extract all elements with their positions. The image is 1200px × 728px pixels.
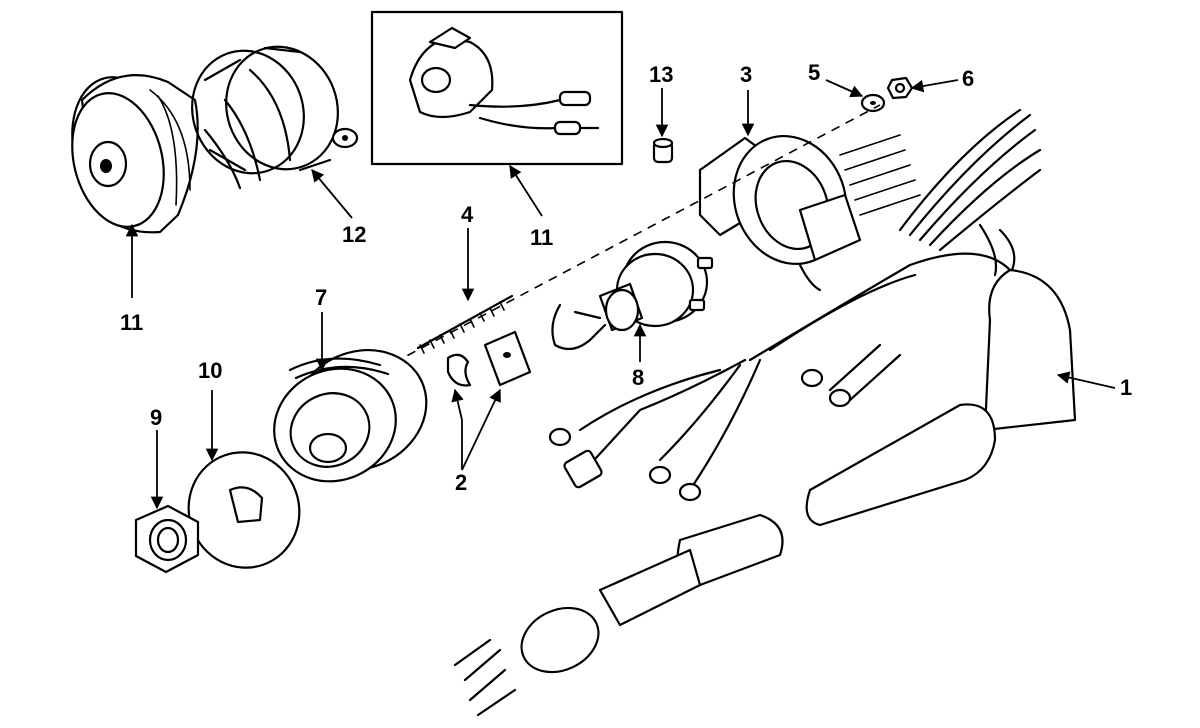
callout-12: 12 — [342, 222, 366, 247]
part-2-clip-and-cap — [446, 330, 532, 387]
part-8-ignition-switch — [551, 240, 714, 351]
part-13-sleeve — [652, 137, 674, 164]
callout-8: 8 — [632, 365, 644, 390]
part-7-bezel — [273, 348, 428, 483]
part-5-washer — [860, 93, 886, 113]
callout-1: 1 — [1120, 375, 1132, 400]
part-9-hex-nut — [134, 504, 200, 574]
callout-11-left: 11 — [120, 310, 143, 335]
part-6-nut — [886, 76, 914, 100]
callout-13: 13 — [649, 62, 673, 87]
inset-alternate-part-box — [370, 10, 624, 166]
part-12-retainer-cage — [191, 45, 359, 190]
part-10-decal-plate — [187, 451, 301, 569]
callout-11-inset: 11 — [530, 225, 553, 250]
callout-2: 2 — [455, 470, 467, 495]
callout-4: 4 — [461, 202, 474, 227]
callout-6: 6 — [962, 66, 974, 91]
callout-7: 7 — [315, 285, 327, 310]
leader-lines — [125, 79, 1116, 510]
callout-10: 10 — [198, 358, 222, 383]
part-11-switch-housing — [71, 74, 199, 234]
part-1-wire-harness — [453, 108, 1077, 717]
callout-5: 5 — [808, 60, 820, 85]
callout-9: 9 — [150, 405, 162, 430]
part-3-bracket — [698, 134, 862, 292]
part-4-spring — [416, 294, 514, 354]
callout-3: 3 — [740, 62, 752, 87]
